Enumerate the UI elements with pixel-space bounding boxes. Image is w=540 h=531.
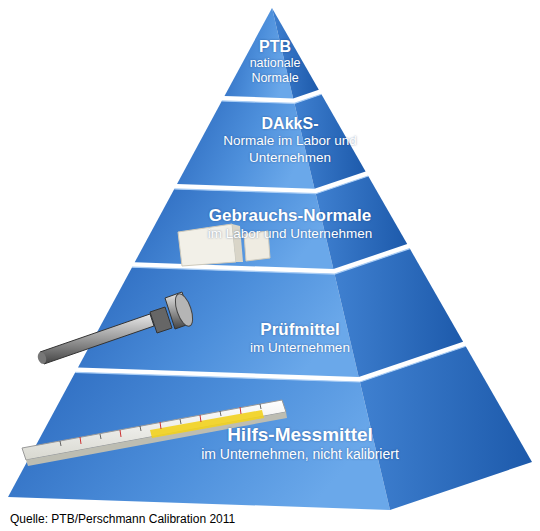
level-heading: Prüfmittel (200, 320, 400, 340)
pyramid-level: Hilfs-Messmittelim Unternehmen, nicht ka… (150, 424, 450, 463)
pyramid-level: DAkkS-Normale im Labor und Unternehmen (200, 115, 380, 166)
pyramid-level: Prüfmittelim Unternehmen (200, 320, 400, 356)
plug-gauge (36, 292, 196, 365)
level-description: im Unternehmen, nicht kalibriert (150, 446, 450, 463)
level-description: im Labor und Unternehmen (160, 226, 420, 242)
source-caption: Quelle: PTB/Perschmann Calibration 2011 (10, 512, 235, 526)
level-description: nationale Normale (232, 56, 318, 86)
level-description: Normale im Labor und Unternehmen (200, 133, 380, 165)
level-description: im Unternehmen (200, 340, 400, 356)
pyramid-level: PTBnationale Normale (232, 38, 318, 86)
level-heading: DAkkS- (200, 115, 380, 133)
pyramid-band (225, 8, 319, 98)
level-heading: Gebrauchs-Normale (160, 206, 420, 226)
pyramid-band (8, 346, 532, 510)
pyramid-band (78, 249, 463, 377)
level-heading: Hilfs-Messmittel (150, 424, 450, 446)
pyramid-level: Gebrauchs-Normaleim Labor und Unternehme… (160, 206, 420, 242)
band-edge (75, 94, 465, 382)
level-heading: PTB (232, 38, 318, 56)
